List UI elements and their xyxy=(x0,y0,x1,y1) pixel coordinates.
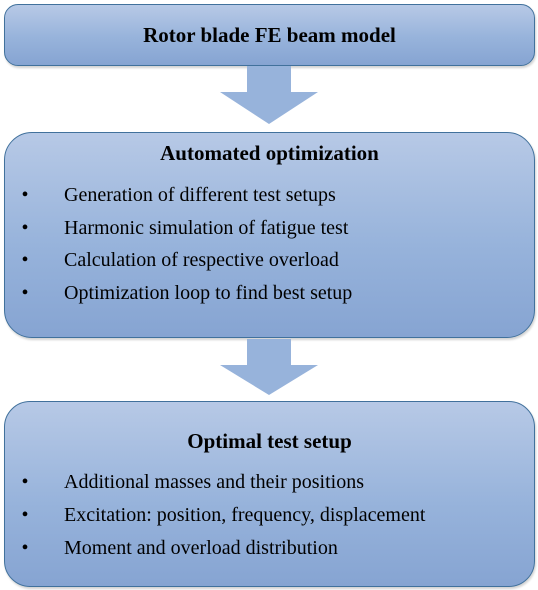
step-box-automated-optimization: Automated optimization • Generation of d… xyxy=(4,132,535,338)
list-item-text: Generation of different test setups xyxy=(64,184,336,206)
bullet-icon: • xyxy=(21,471,29,493)
step-box-fe-model: Rotor blade FE beam model xyxy=(4,4,535,66)
list-item-text: Optimization loop to find best setup xyxy=(64,281,353,304)
list-item-text: Harmonic simulation of fatigue test xyxy=(64,216,349,239)
bullet-icon: • xyxy=(21,281,29,304)
step-title: Rotor blade FE beam model xyxy=(143,23,396,47)
step-box-optimal-test-setup: Optimal test setup • Additional masses a… xyxy=(4,401,535,587)
bullet-icon: • xyxy=(21,537,29,559)
bullet-icon: • xyxy=(21,249,29,271)
bullet-icon: • xyxy=(21,216,29,239)
down-arrow-icon xyxy=(220,66,318,124)
step-title: Automated optimization xyxy=(160,141,379,165)
step-title: Optimal test setup xyxy=(187,429,352,453)
down-arrow-icon xyxy=(220,339,318,395)
list-item-text: Excitation: position, frequency, displac… xyxy=(64,504,426,526)
list-item-text: Additional masses and their positions xyxy=(64,471,364,493)
bullet-icon: • xyxy=(21,504,29,526)
list-item-text: Calculation of respective overload xyxy=(64,249,339,271)
bullet-icon: • xyxy=(21,184,29,206)
list-item-text: Moment and overload distribution xyxy=(64,537,338,559)
